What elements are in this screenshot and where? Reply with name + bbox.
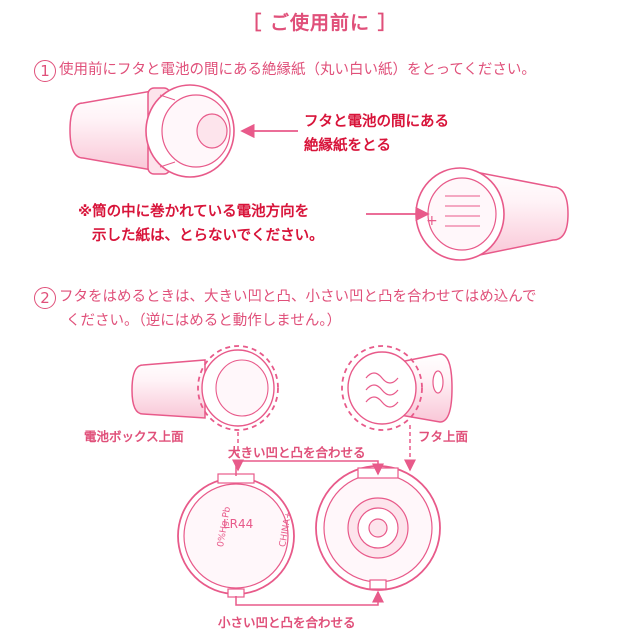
label-battery-box-top: 電池ボックス上面 (84, 429, 184, 444)
note-line1: ※筒の中に巻かれている電池方向を (78, 204, 310, 220)
note-do-not-remove: ※筒の中に巻かれている電池方向を 示した紙は、とらないでください。 (78, 200, 324, 248)
bracket-small-alignment (235, 590, 384, 606)
page-title: ［ ご使用前に ］ (242, 12, 398, 34)
label-cap-top: フタ上面 (418, 429, 469, 444)
callout-line2: 絶縁紙をとる (304, 138, 391, 154)
label-align-small: 小さい凹と凸を合わせる (218, 615, 356, 630)
battery-box-highlight-circle (197, 345, 279, 431)
battery-box-side-view (131, 349, 275, 427)
callout-line1: フタと電池の間にある (304, 114, 449, 130)
callout-remove-insulator: フタと電池の間にある 絶縁紙をとる (304, 110, 449, 158)
cap-highlight-circle (341, 345, 423, 431)
svg-text:+: + (426, 213, 438, 229)
step1-number: 1 (34, 60, 56, 82)
cap-side-view (347, 351, 453, 425)
step2-text-line2: ください。（逆にはめると動作しません。） (66, 313, 342, 329)
battery-model-text: LR44 (223, 517, 253, 531)
device-body-left (69, 84, 235, 178)
label-align-large: 大きい凹と凸を合わせる (228, 445, 366, 460)
battery-box-top-view: LR44 0%Hg.Pb CHINA+ (177, 473, 295, 598)
note-line2: 示した紙は、とらないでください。 (92, 228, 324, 244)
step2-text-line1: フタをはめるときは、大きい凹と凸、小さい凹と凸を合わせてはめ込んで (59, 289, 537, 305)
step1-text: 使用前にフタと電池の間にある絶縁紙（丸い白い紙）をとってください。 (59, 62, 536, 78)
cap-top-view (315, 465, 441, 591)
bracket-large-alignment (235, 460, 384, 476)
step2-number: 2 (34, 287, 56, 309)
device-body-right: + (415, 167, 569, 261)
